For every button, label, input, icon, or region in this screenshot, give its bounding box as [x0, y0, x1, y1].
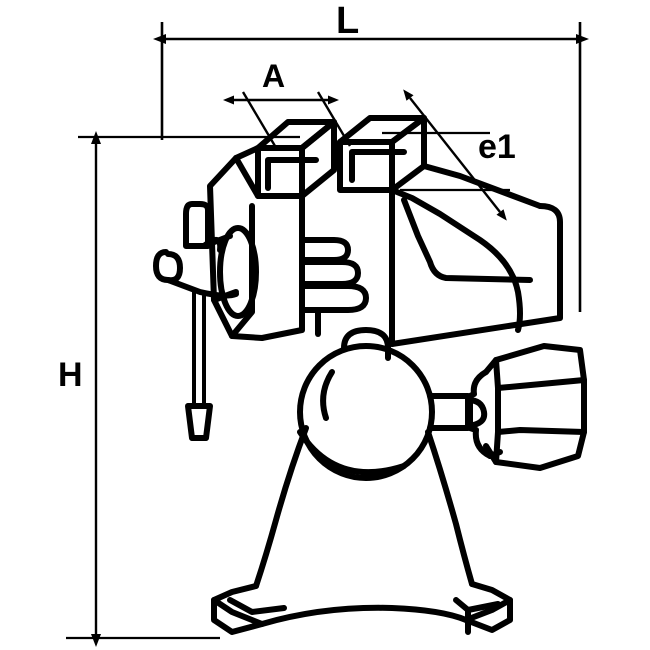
fixed-jaw: [389, 163, 563, 347]
rear-jaw-plate: [337, 115, 427, 193]
dimension-label-jaw-width: A: [262, 58, 286, 94]
handle-end-cap: [185, 403, 213, 441]
front-jaw-plate: [255, 119, 337, 199]
pivot-collar: [153, 201, 259, 319]
mounting-slot-left: [227, 597, 287, 615]
lead-screw-threads: [299, 237, 369, 337]
swivel-lock-shaft: [427, 393, 488, 431]
extension-lines: [66, 22, 582, 640]
base-plate: [211, 581, 513, 635]
dimension-label-jaw-depth: e1: [478, 128, 516, 166]
pedestal-column: [253, 425, 475, 589]
swivel-lock-knob: [467, 343, 587, 471]
vise-geometry: [153, 115, 587, 635]
dimension-label-height: H: [58, 356, 83, 394]
dimension-label-length: L: [336, 0, 360, 42]
spindle-handle-rod: [185, 290, 213, 441]
swivel-ball-joint: [297, 327, 435, 481]
